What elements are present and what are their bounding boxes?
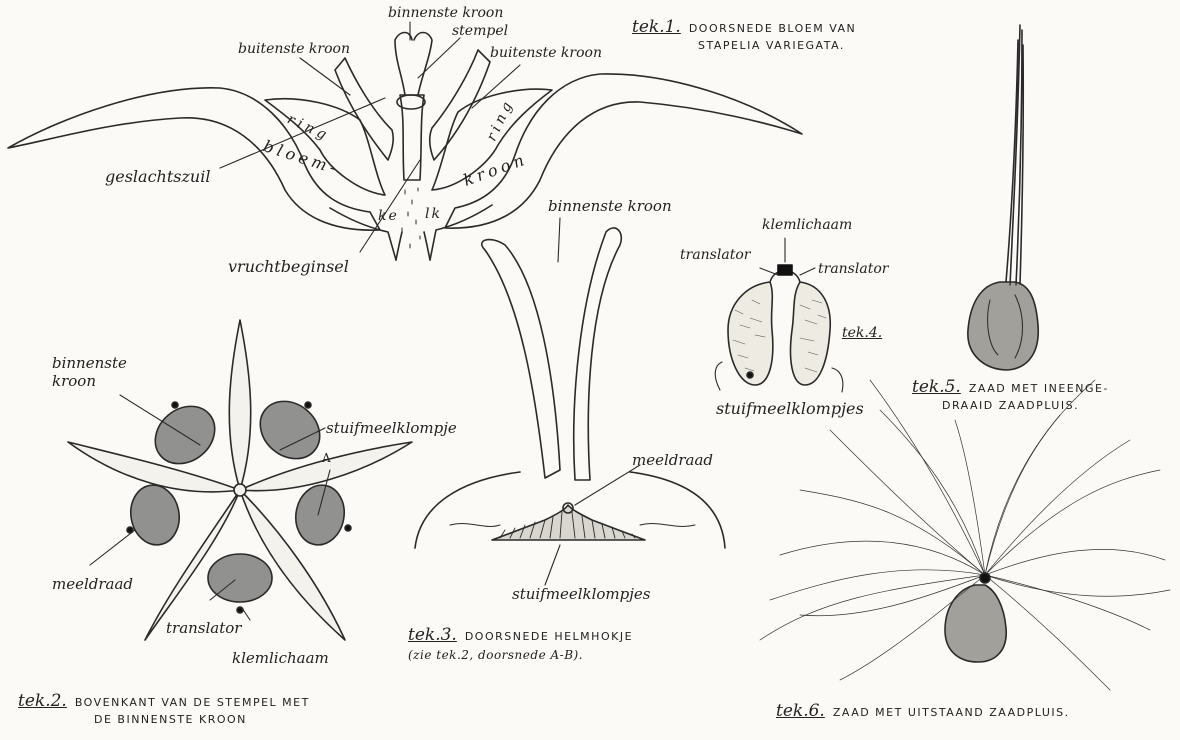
fig1-label-buitenste-kroon-right: buitenste kroon <box>490 46 602 61</box>
fig2-label-translator: translator <box>166 620 241 637</box>
fig3-label-stuifmeelklompjes: stuifmeelklompjes <box>512 586 650 603</box>
fig1-inner-crown <box>395 33 432 96</box>
fig3-left-arm <box>482 240 560 478</box>
fig3-label-binnenste-kroon: binnenste kroon <box>548 198 672 215</box>
fig3-stamens <box>492 505 645 540</box>
fig4-label-klemlichaam: klemlichaam <box>762 218 852 233</box>
fig1-tek: tek.1. <box>632 17 681 37</box>
fig2-label-binnenste-kroon: binnenste kroon <box>52 354 127 390</box>
fig6-caption-line1: ZAAD MET UITSTAAND ZAADPLUIS. <box>833 706 1070 719</box>
fig1-caption-line1: DOORSNEDE BLOEM VAN <box>689 22 856 35</box>
fig1-label-binnenste-kroon: binnenste kroon <box>388 6 503 21</box>
fig6-caption: tek.6. ZAAD MET UITSTAAND ZAADPLUIS. <box>776 700 1070 723</box>
fig2-label-a: A <box>322 452 331 465</box>
fig4-label-translator-right: translator <box>818 262 888 277</box>
fig5-tek: tek.5. <box>912 377 961 397</box>
fig5-caption-line1: ZAAD MET INEENGE- <box>969 382 1109 395</box>
fig6-tek: tek.6. <box>776 701 825 721</box>
fig1-label-stempel: stempel <box>452 24 508 39</box>
fig2-label-klemlichaam: klemlichaam <box>232 650 329 667</box>
fig5-caption-line2: DRAAID ZAADPLUIS. <box>942 399 1079 412</box>
fig1-caption-line2: STAPELIA VARIEGATA. <box>698 39 845 52</box>
fig1-label-buitenste-kroon-left: buitenste kroon <box>238 42 350 57</box>
fig2-label-binnenste: binnenste <box>52 354 127 372</box>
fig3-caption: tek.3. DOORSNEDE HELMHOKJE (zie tek.2, do… <box>408 624 633 664</box>
fig3-tek: tek.3. <box>408 625 457 645</box>
fig5-seed-body <box>968 282 1038 370</box>
fig5-plume <box>1006 25 1023 285</box>
fig1-label-vruchtbeginsel: vruchtbeginsel <box>228 258 349 276</box>
fig1-flower-section <box>8 22 802 260</box>
fig2-caption-line1: BOVENKANT VAN DE STEMPEL MET <box>75 696 310 709</box>
fig2-label-stuifmeelklompje: stuifmeelklompje <box>326 420 457 437</box>
fig3-right-arm <box>574 228 622 480</box>
fig1-word-ke: ke <box>378 208 399 224</box>
fig1-caption: tek.1. DOORSNEDE BLOEM VAN STAPELIA VARIE… <box>632 16 856 54</box>
fig1-word-lk: lk <box>425 206 442 222</box>
fig2-tek: tek.2. <box>18 691 67 711</box>
fig3-anther-section <box>415 218 725 585</box>
fig1-outer-crown-right <box>430 50 490 160</box>
fig4-label-stuifmeelklompjes: stuifmeelklompjes <box>716 400 864 418</box>
fig3-caption-line1: DOORSNEDE HELMHOKJE <box>465 630 633 643</box>
fig1-outer-crown-left <box>335 58 393 160</box>
fig1-stipple <box>402 188 420 248</box>
fig1-calyx <box>330 205 492 260</box>
fig4-label-translator-left: translator <box>680 248 750 263</box>
fig2-label-kroon: kroon <box>52 372 96 390</box>
fig3-caption-line2: (zie tek.2, doorsnede A-B). <box>408 648 583 662</box>
fig2-caption: tek.2. BOVENKANT VAN DE STEMPEL MET DE BI… <box>18 690 310 728</box>
fig4-tek: tek.4. <box>842 326 882 341</box>
fig5-seed <box>968 25 1038 370</box>
fig5-caption: tek.5. ZAAD MET INEENGE- DRAAID ZAADPLUIS… <box>912 376 1109 414</box>
fig1-label-geslachtszuil: geslachtszuil <box>105 168 210 186</box>
fig6-seed-body <box>945 585 1006 662</box>
fig3-label-meeldraad: meeldraad <box>632 452 713 469</box>
fig2-caption-line2: DE BINNENSTE KROON <box>94 713 247 726</box>
fig6-seed <box>760 380 1170 690</box>
fig2-label-meeldraad: meeldraad <box>52 576 133 593</box>
